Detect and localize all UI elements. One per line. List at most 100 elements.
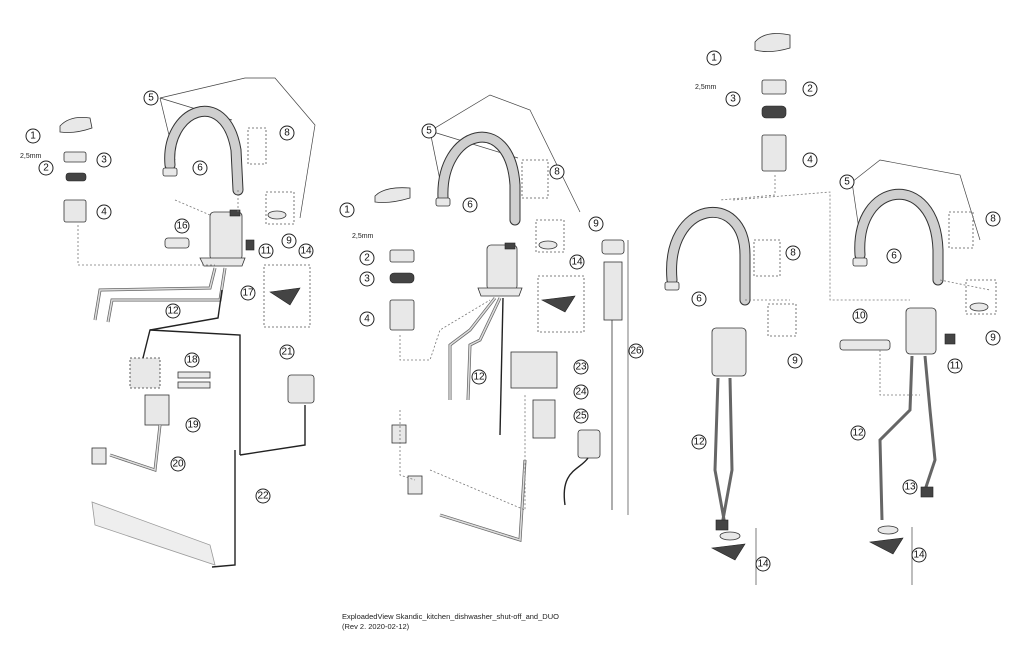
svg-text:4: 4 <box>364 314 370 325</box>
svg-text:2: 2 <box>364 253 370 264</box>
svg-text:18: 18 <box>186 355 198 366</box>
svg-text:12: 12 <box>693 437 705 448</box>
callout-left-14: 14 <box>298 243 314 259</box>
callout-left-6: 6 <box>192 160 208 176</box>
callout-middle-1: 1 <box>339 202 355 218</box>
callout-middle-14: 14 <box>569 254 585 270</box>
svg-text:10: 10 <box>854 311 866 322</box>
svg-text:6: 6 <box>891 251 897 262</box>
svg-text:11: 11 <box>950 361 961 372</box>
svg-text:12: 12 <box>473 372 485 383</box>
svg-text:13: 13 <box>904 482 916 493</box>
callout-middle-26: 26 <box>628 343 644 359</box>
svg-text:17: 17 <box>242 288 254 299</box>
callout-left-16: 16 <box>174 218 190 234</box>
svg-text:24: 24 <box>575 387 587 398</box>
callout-left-8: 8 <box>279 125 295 141</box>
svg-text:9: 9 <box>593 219 599 230</box>
svg-text:25: 25 <box>575 411 587 422</box>
svg-text:6: 6 <box>197 163 203 174</box>
svg-text:19: 19 <box>187 420 199 431</box>
callout-middle-4: 4 <box>359 311 375 327</box>
callout-left-20: 20 <box>170 456 186 472</box>
svg-text:16: 16 <box>176 221 188 232</box>
callout-right-2: 2 <box>802 81 818 97</box>
callout-left-3: 3 <box>96 152 112 168</box>
caption-title: ExploadedView Skandic_kitchen_dishwasher… <box>342 612 559 621</box>
callout-right-9b: 9 <box>985 330 1001 346</box>
svg-text:8: 8 <box>284 128 290 139</box>
callout-middle-3: 3 <box>359 271 375 287</box>
svg-text:9: 9 <box>286 236 292 247</box>
callout-right-13: 13 <box>902 479 918 495</box>
svg-text:14: 14 <box>757 559 769 570</box>
svg-text:14: 14 <box>571 257 583 268</box>
svg-text:3: 3 <box>364 274 370 285</box>
callout-middle-24: 24 <box>573 384 589 400</box>
callout-left-5: 5 <box>143 90 159 106</box>
callout-right-5: 5 <box>839 174 855 190</box>
callout-middle-6: 6 <box>462 197 478 213</box>
callout-right-6a: 6 <box>691 291 707 307</box>
svg-text:20: 20 <box>172 459 184 470</box>
callout-right-10: 10 <box>852 308 868 324</box>
svg-text:1: 1 <box>344 205 350 216</box>
callout-middle-2: 2 <box>359 250 375 266</box>
svg-text:1: 1 <box>30 131 36 142</box>
callout-right-12a: 12 <box>691 434 707 450</box>
callout-middle-5: 5 <box>421 123 437 139</box>
callout-left-22: 22 <box>255 488 271 504</box>
callout-right-6b: 6 <box>886 248 902 264</box>
callout-middle-12: 12 <box>471 369 487 385</box>
callout-left-4: 4 <box>96 204 112 220</box>
callout-right-8a: 8 <box>785 245 801 261</box>
caption-revision: (Rev 2. 2020-02-12) <box>342 622 410 631</box>
callout-right-1: 1 <box>706 50 722 66</box>
svg-text:22: 22 <box>257 491 269 502</box>
allen-key-label-left: 2,5mm <box>20 153 42 160</box>
callout-right-11: 11 <box>947 358 963 374</box>
callout-middle-25: 25 <box>573 408 589 424</box>
svg-text:12: 12 <box>167 306 179 317</box>
svg-text:4: 4 <box>101 207 107 218</box>
left-exploded-view: 2,5mm <box>20 77 316 568</box>
allen-key-label-right: 2,5mm <box>695 84 717 91</box>
svg-text:2: 2 <box>43 163 49 174</box>
callout-left-9: 9 <box>281 233 297 249</box>
svg-text:5: 5 <box>426 126 432 137</box>
svg-text:14: 14 <box>300 246 312 257</box>
svg-text:2: 2 <box>807 84 813 95</box>
diagram-caption: ExploadedView Skandic_kitchen_dishwasher… <box>342 612 559 632</box>
svg-text:8: 8 <box>790 248 796 259</box>
svg-text:14: 14 <box>913 550 925 561</box>
svg-text:6: 6 <box>467 200 473 211</box>
svg-text:8: 8 <box>554 167 560 178</box>
callout-right-14b: 14 <box>911 547 927 563</box>
svg-text:23: 23 <box>575 362 587 373</box>
svg-text:6: 6 <box>696 294 702 305</box>
callout-right-3: 3 <box>725 91 741 107</box>
svg-text:11: 11 <box>261 246 272 257</box>
svg-text:9: 9 <box>792 356 798 367</box>
callout-left-18: 18 <box>184 352 200 368</box>
callout-left-12: 12 <box>165 303 181 319</box>
svg-text:12: 12 <box>852 428 864 439</box>
svg-text:5: 5 <box>148 93 154 104</box>
callout-middle-23: 23 <box>573 359 589 375</box>
callout-left-2: 2 <box>38 160 54 176</box>
callout-right-12b: 12 <box>850 425 866 441</box>
callout-left-21: 21 <box>279 344 295 360</box>
svg-text:21: 21 <box>281 347 293 358</box>
right-exploded-view: 2,5mm <box>664 33 1001 585</box>
callout-right-14a: 14 <box>755 556 771 572</box>
svg-text:1: 1 <box>711 53 717 64</box>
svg-text:9: 9 <box>990 333 996 344</box>
svg-text:3: 3 <box>730 94 736 105</box>
svg-text:3: 3 <box>101 155 107 166</box>
svg-text:5: 5 <box>844 177 850 188</box>
callout-left-19: 19 <box>185 417 201 433</box>
callout-left-17: 17 <box>240 285 256 301</box>
callout-right-4: 4 <box>802 152 818 168</box>
svg-text:8: 8 <box>990 214 996 225</box>
